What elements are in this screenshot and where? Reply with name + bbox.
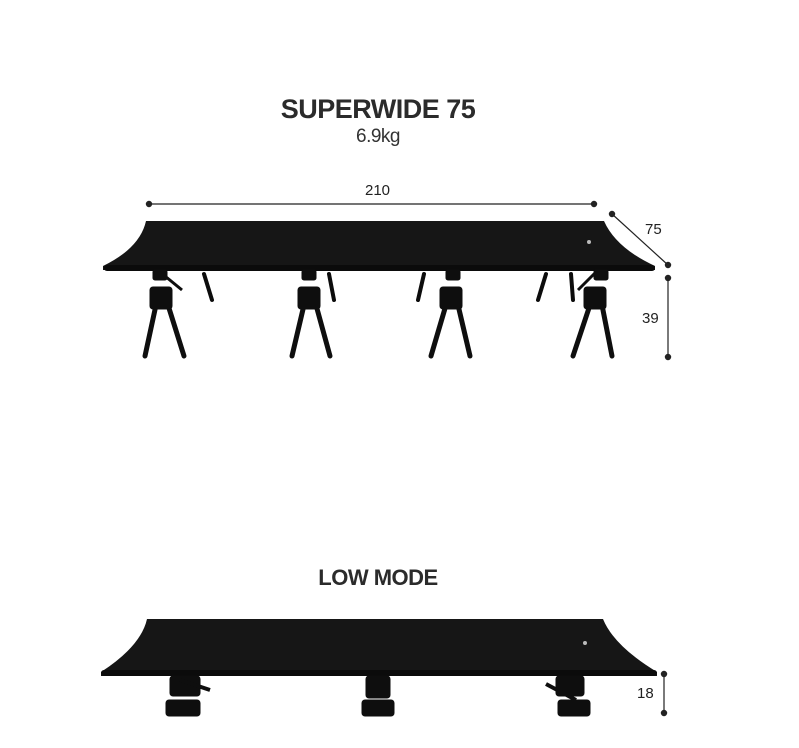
height-dimension-line — [664, 274, 672, 361]
cot-low-mode — [101, 619, 657, 717]
cot-fabric — [103, 221, 655, 270]
product-title: SUPERWIDE 75 — [280, 94, 476, 124]
low-height-dimension-line — [660, 670, 668, 717]
cot-low-leg — [165, 675, 591, 717]
height-dimension-label: 39 — [642, 310, 659, 327]
low-mode-title: LOW MODE — [318, 565, 438, 590]
length-dimension-line — [145, 200, 598, 208]
low-height-dimension-label: 18 — [637, 685, 654, 702]
cot-leg — [142, 269, 615, 359]
cot-high-mode — [103, 221, 655, 359]
width-dimension-label: 75 — [645, 221, 662, 238]
length-dimension-label: 210 — [365, 182, 391, 199]
cot-low-fabric — [101, 619, 657, 676]
product-weight: 6.9kg — [356, 126, 400, 147]
width-dimension-line — [608, 210, 672, 269]
